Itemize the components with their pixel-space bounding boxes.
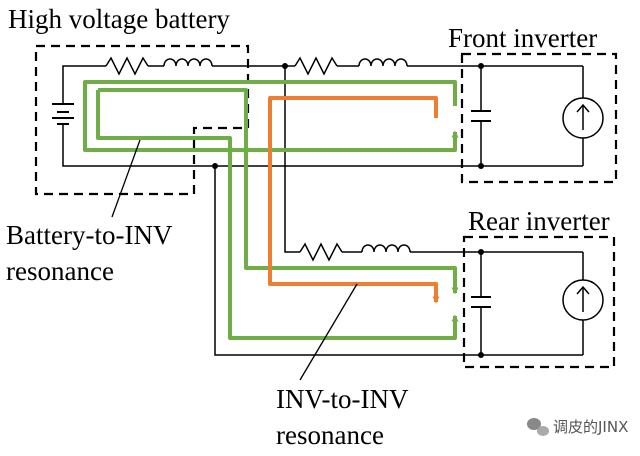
leader-line [299, 283, 358, 381]
inductor [361, 244, 411, 253]
wechat-icon [527, 418, 549, 436]
rear-inverter-enclosure [462, 235, 616, 369]
inductor [358, 58, 408, 67]
watermark-text: 调皮的JINX [553, 418, 628, 436]
battery-to-inv-annotation-line1: Battery-to-INV [6, 220, 173, 250]
inv-to-inv-annotation-line2: resonance [276, 420, 384, 450]
battery-enclosure [34, 44, 250, 196]
resistor [294, 56, 338, 76]
battery-to-inv-paths [83, 80, 459, 340]
resistor [299, 242, 343, 262]
leader-line [111, 139, 141, 218]
battery-to-inv-annotation-line2: resonance [6, 256, 114, 286]
battery-title: High voltage battery [8, 4, 230, 34]
junction-dots [212, 63, 484, 358]
battery-cell [52, 103, 74, 125]
rear-inverter-label: Rear inverter [468, 206, 610, 236]
inv-to-inv-annotation-line1: INV-to-INV [276, 384, 409, 414]
circuit-wiring [62, 56, 604, 356]
resistor [105, 56, 149, 76]
inv-to-inv-path [268, 96, 440, 304]
front-inverter-label: Front inverter [448, 23, 597, 53]
inductor [163, 58, 213, 67]
front-inverter-enclosure [460, 52, 618, 184]
